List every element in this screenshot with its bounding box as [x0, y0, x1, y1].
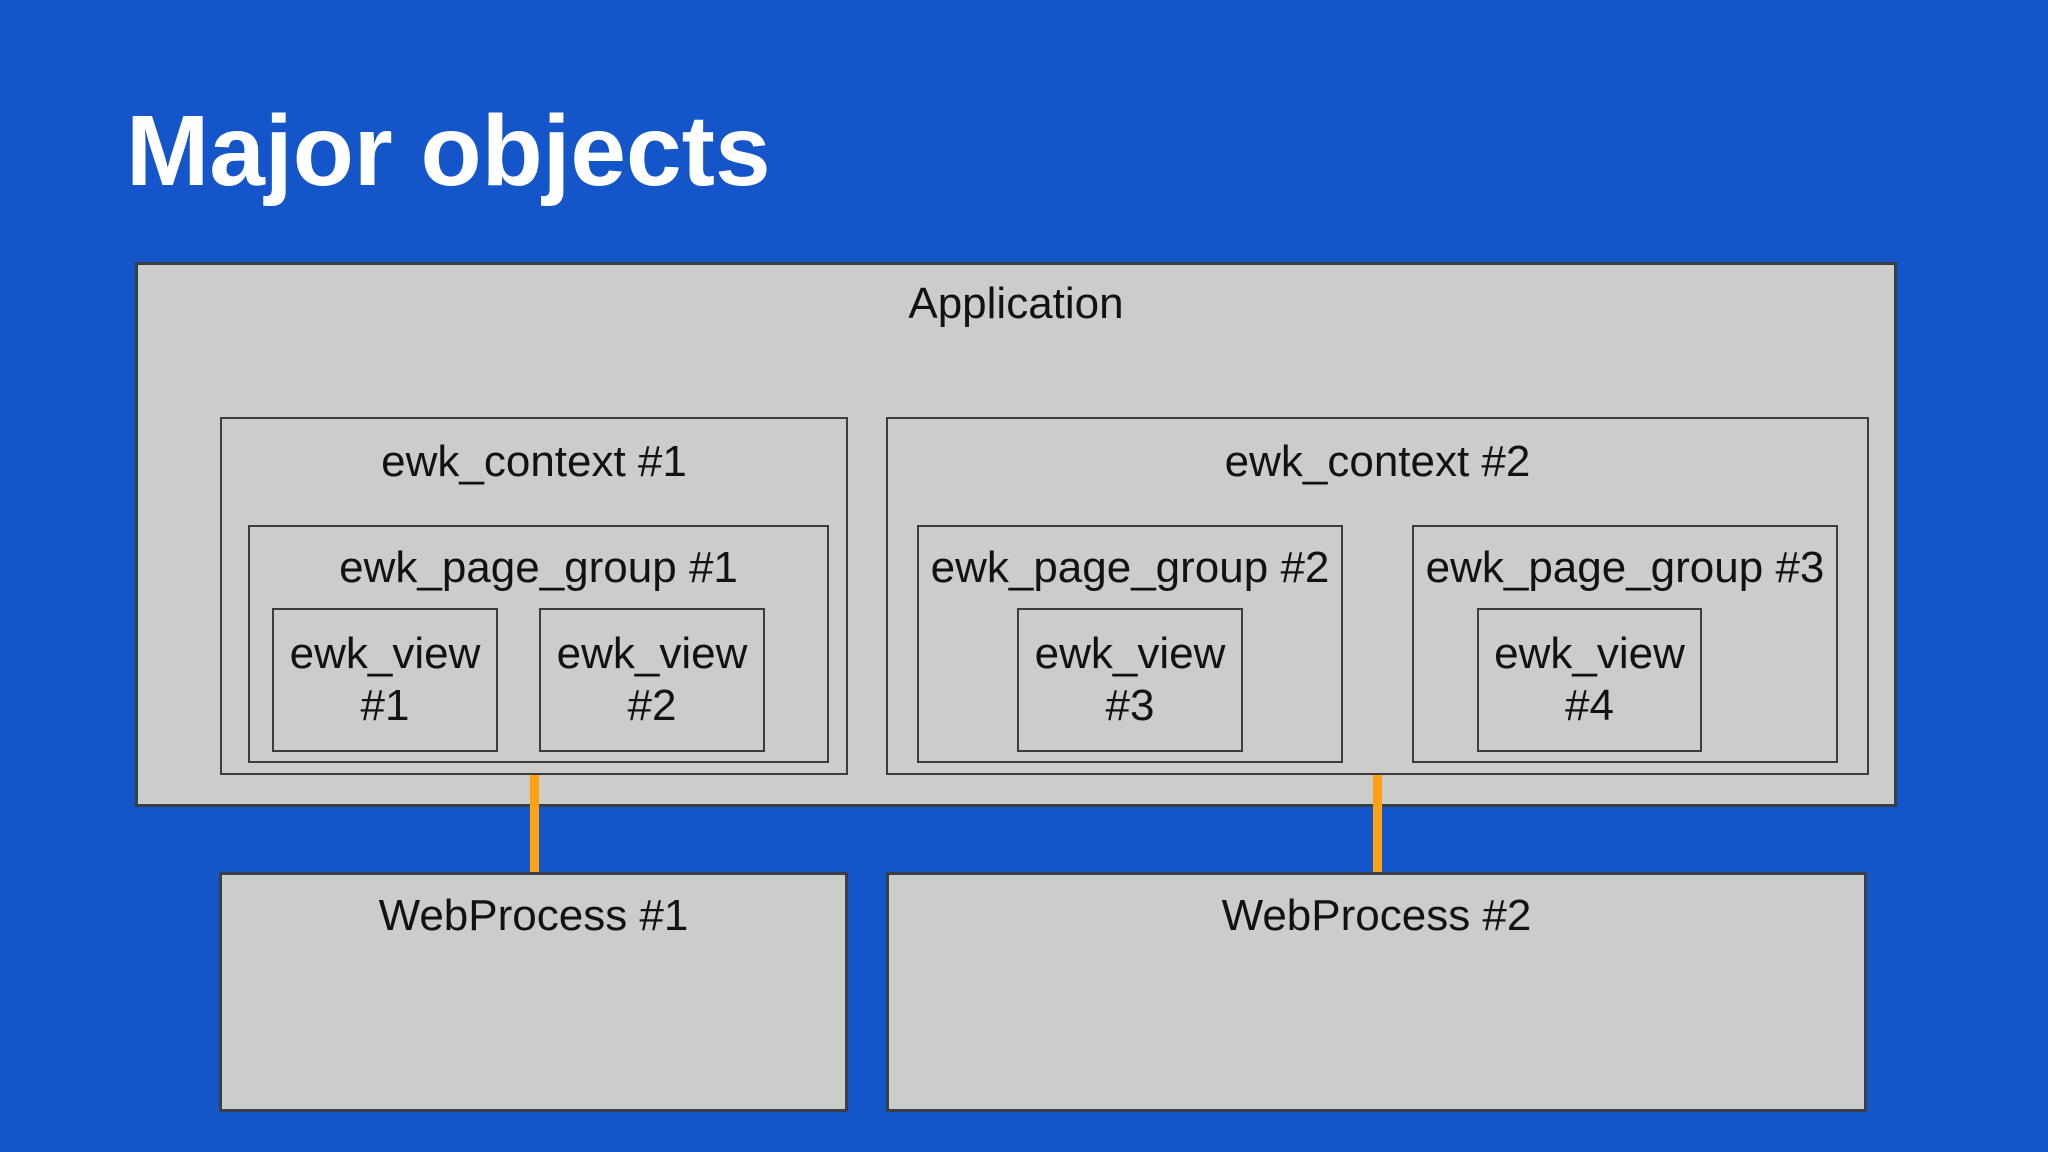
webprocess-2-box: WebProcess #2 — [886, 872, 1867, 1112]
ewk-view-3-name: ewk_view — [1034, 629, 1226, 678]
ewk-context-2-box: ewk_context #2 ewk_page_group #2 ewk_vie… — [886, 417, 1869, 775]
ewk-page-group-3-box: ewk_page_group #3 ewk_view #4 — [1412, 525, 1838, 763]
ewk-page-group-2-box: ewk_page_group #2 ewk_view #3 — [917, 525, 1343, 763]
ewk-view-3-box: ewk_view #3 — [1017, 608, 1243, 752]
ewk-view-1-name: ewk_view — [289, 629, 481, 678]
application-label: Application — [908, 279, 1124, 328]
ewk-context-2-label: ewk_context #2 — [1224, 437, 1531, 486]
webprocess-2-label: WebProcess #2 — [1221, 891, 1532, 940]
ewk-view-4-number: #4 — [1565, 681, 1614, 730]
application-box: Application ewk_context #1 ewk_page_grou… — [135, 262, 1897, 807]
ewk-context-1-box: ewk_context #1 ewk_page_group #1 ewk_vie… — [220, 417, 848, 775]
slide-title: Major objects — [126, 95, 771, 207]
ewk-page-group-2-label: ewk_page_group #2 — [930, 543, 1330, 592]
ewk-page-group-1-label: ewk_page_group #1 — [339, 543, 738, 592]
ewk-page-group-1-box: ewk_page_group #1 ewk_view #1 ewk_view #… — [248, 525, 829, 763]
ewk-view-1-number: #1 — [360, 681, 410, 730]
connector-line-2 — [1373, 775, 1382, 872]
ewk-context-1-label: ewk_context #1 — [381, 437, 687, 486]
ewk-view-1-box: ewk_view #1 — [272, 608, 498, 752]
ewk-view-4-name: ewk_view — [1494, 629, 1685, 678]
ewk-view-2-name: ewk_view — [556, 629, 748, 678]
ewk-view-4-box: ewk_view #4 — [1477, 608, 1702, 752]
ewk-view-2-number: #2 — [627, 681, 677, 730]
webprocess-1-label: WebProcess #1 — [378, 891, 689, 940]
ewk-page-group-3-label: ewk_page_group #3 — [1425, 543, 1825, 592]
connector-line-1 — [530, 775, 539, 872]
ewk-view-2-box: ewk_view #2 — [539, 608, 765, 752]
webprocess-1-box: WebProcess #1 — [219, 872, 848, 1112]
ewk-view-3-number: #3 — [1105, 681, 1155, 730]
